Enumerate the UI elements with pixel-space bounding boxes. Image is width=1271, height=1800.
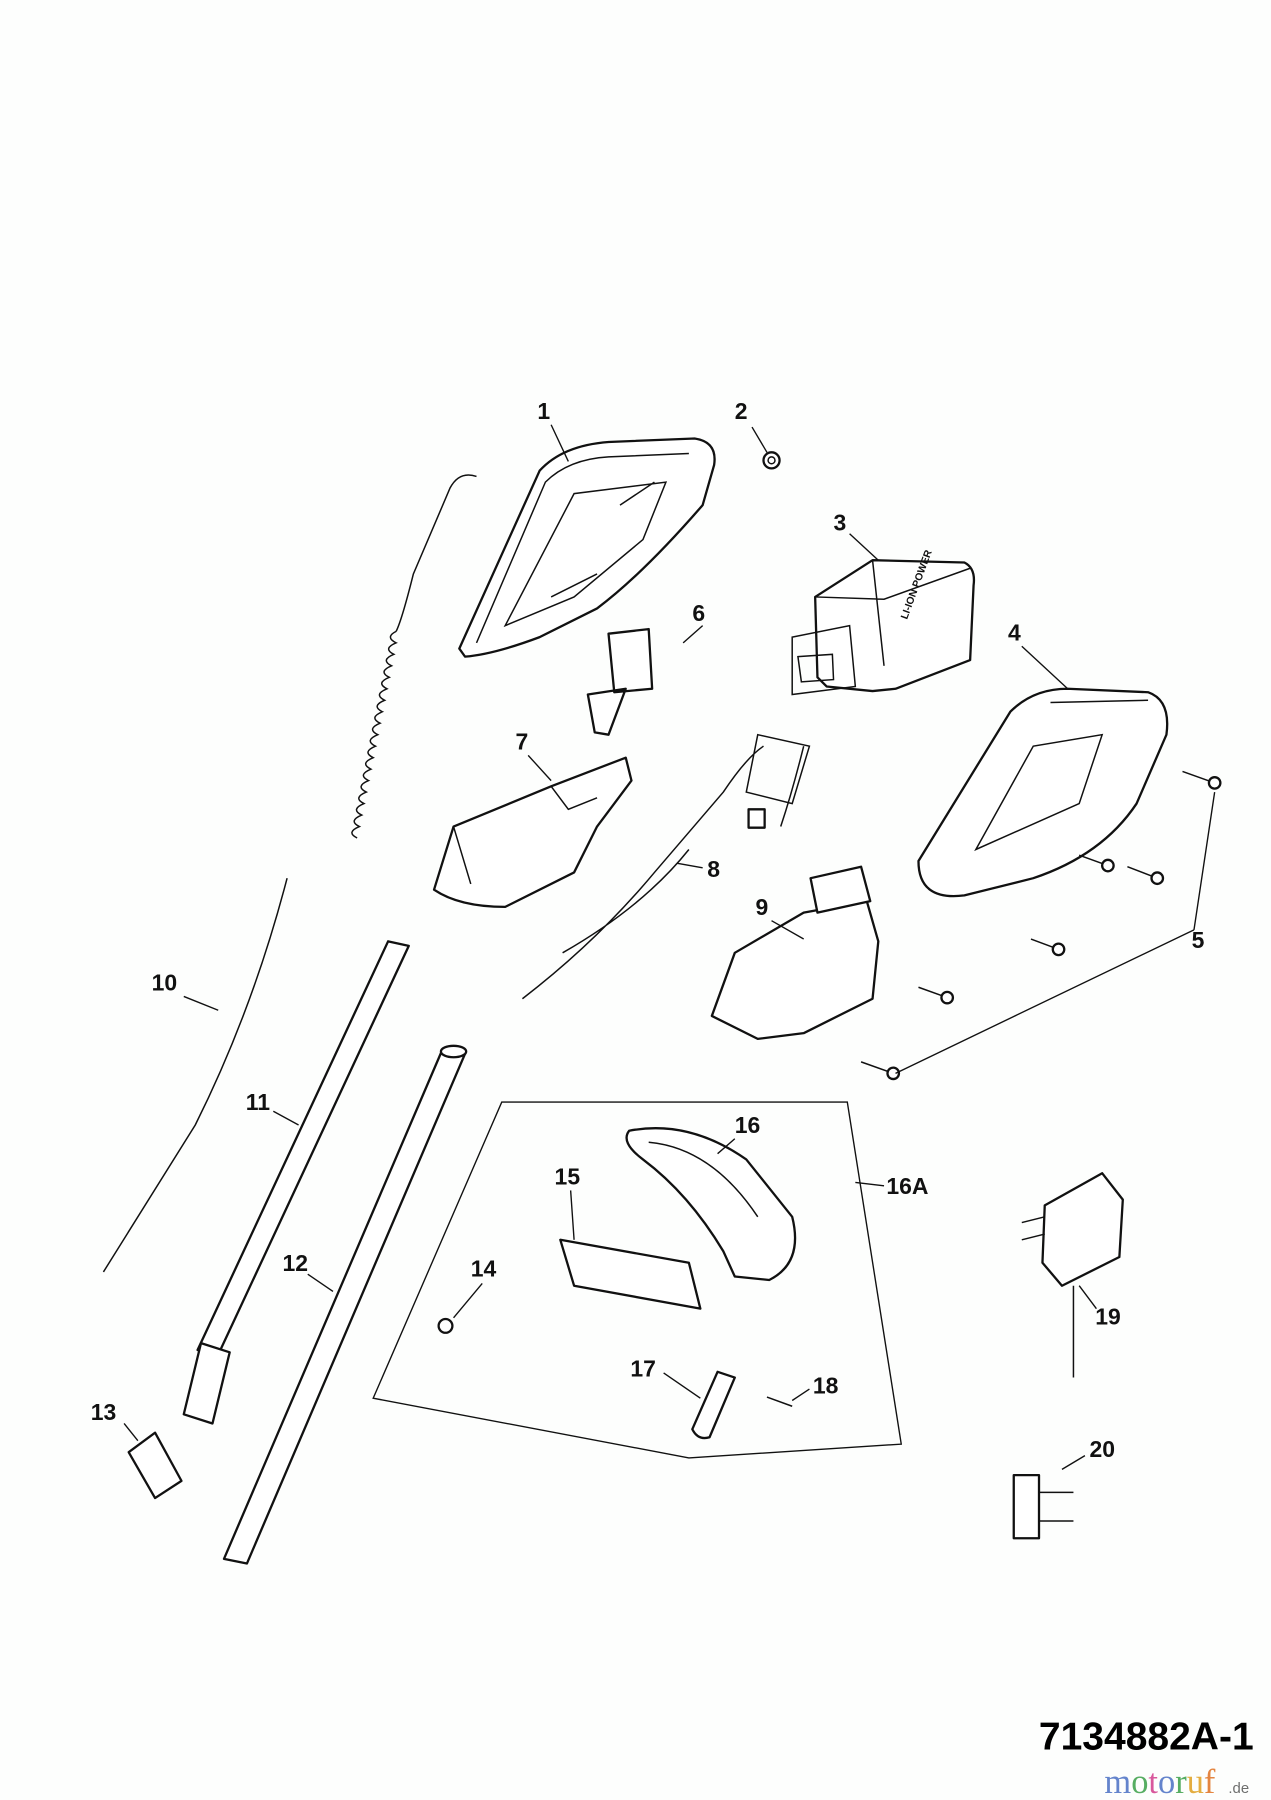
callout-6: 6 bbox=[692, 600, 705, 626]
part-6-switch bbox=[586, 627, 654, 736]
callout-5: 5 bbox=[1192, 927, 1205, 953]
part-8-wiring bbox=[521, 733, 811, 1000]
drawing-number: 7134882A-1 bbox=[1039, 1715, 1254, 1758]
part-11-upper-shaft bbox=[182, 940, 410, 1425]
watermark-logo: motoruf .de bbox=[1104, 1763, 1249, 1800]
callout-12: 12 bbox=[283, 1250, 309, 1276]
part-4-handle bbox=[917, 687, 1169, 898]
part-5-screws bbox=[860, 770, 1222, 1081]
callout-8: 8 bbox=[707, 856, 720, 882]
callout-20: 20 bbox=[1090, 1436, 1116, 1462]
callout-13: 13 bbox=[91, 1399, 117, 1425]
callout-2: 2 bbox=[735, 398, 748, 424]
part-18-pin bbox=[766, 1396, 793, 1407]
part-12-lower-shaft bbox=[222, 1044, 468, 1565]
callout-1: 1 bbox=[537, 398, 550, 424]
kit-16a-outline bbox=[372, 1101, 903, 1459]
callout-9: 9 bbox=[755, 894, 768, 920]
callout-17: 17 bbox=[630, 1355, 656, 1381]
callout-15: 15 bbox=[555, 1164, 581, 1190]
callout-labels: 1 2 3 4 5 6 7 8 9 10 11 12 13 14 15 16 1… bbox=[91, 398, 1205, 1462]
callout-11: 11 bbox=[246, 1089, 270, 1115]
callout-18: 18 bbox=[813, 1373, 839, 1399]
callout-7: 7 bbox=[516, 729, 529, 755]
part-7-battery-holder bbox=[432, 756, 633, 909]
part-14-nut bbox=[437, 1317, 454, 1334]
callout-4: 4 bbox=[1008, 620, 1021, 646]
part-17-lever bbox=[691, 1370, 736, 1440]
part-20-adapter bbox=[1012, 1473, 1074, 1540]
part-2-nut bbox=[762, 451, 781, 470]
callout-19: 19 bbox=[1095, 1304, 1121, 1330]
callout-14: 14 bbox=[471, 1256, 497, 1282]
callout-10: 10 bbox=[152, 970, 178, 996]
part-15-clip bbox=[559, 1238, 702, 1310]
part-1-housing bbox=[458, 437, 716, 658]
part-10-coiled-cable bbox=[102, 474, 477, 1273]
part-19-charger bbox=[1021, 1172, 1124, 1378]
callout-16: 16 bbox=[735, 1112, 761, 1138]
callout-16a: 16A bbox=[886, 1173, 928, 1199]
svg-text:motoruf: motoruf bbox=[1104, 1763, 1215, 1800]
callout-3: 3 bbox=[834, 509, 847, 535]
part-9-trigger bbox=[710, 865, 880, 1041]
part-16-aux-handle bbox=[625, 1127, 797, 1282]
part-13-locking-nut bbox=[127, 1431, 183, 1500]
part-3-battery: LI-ION POWER bbox=[791, 548, 976, 696]
svg-text:.de: .de bbox=[1228, 1780, 1249, 1797]
leader-lines bbox=[123, 424, 1216, 1470]
